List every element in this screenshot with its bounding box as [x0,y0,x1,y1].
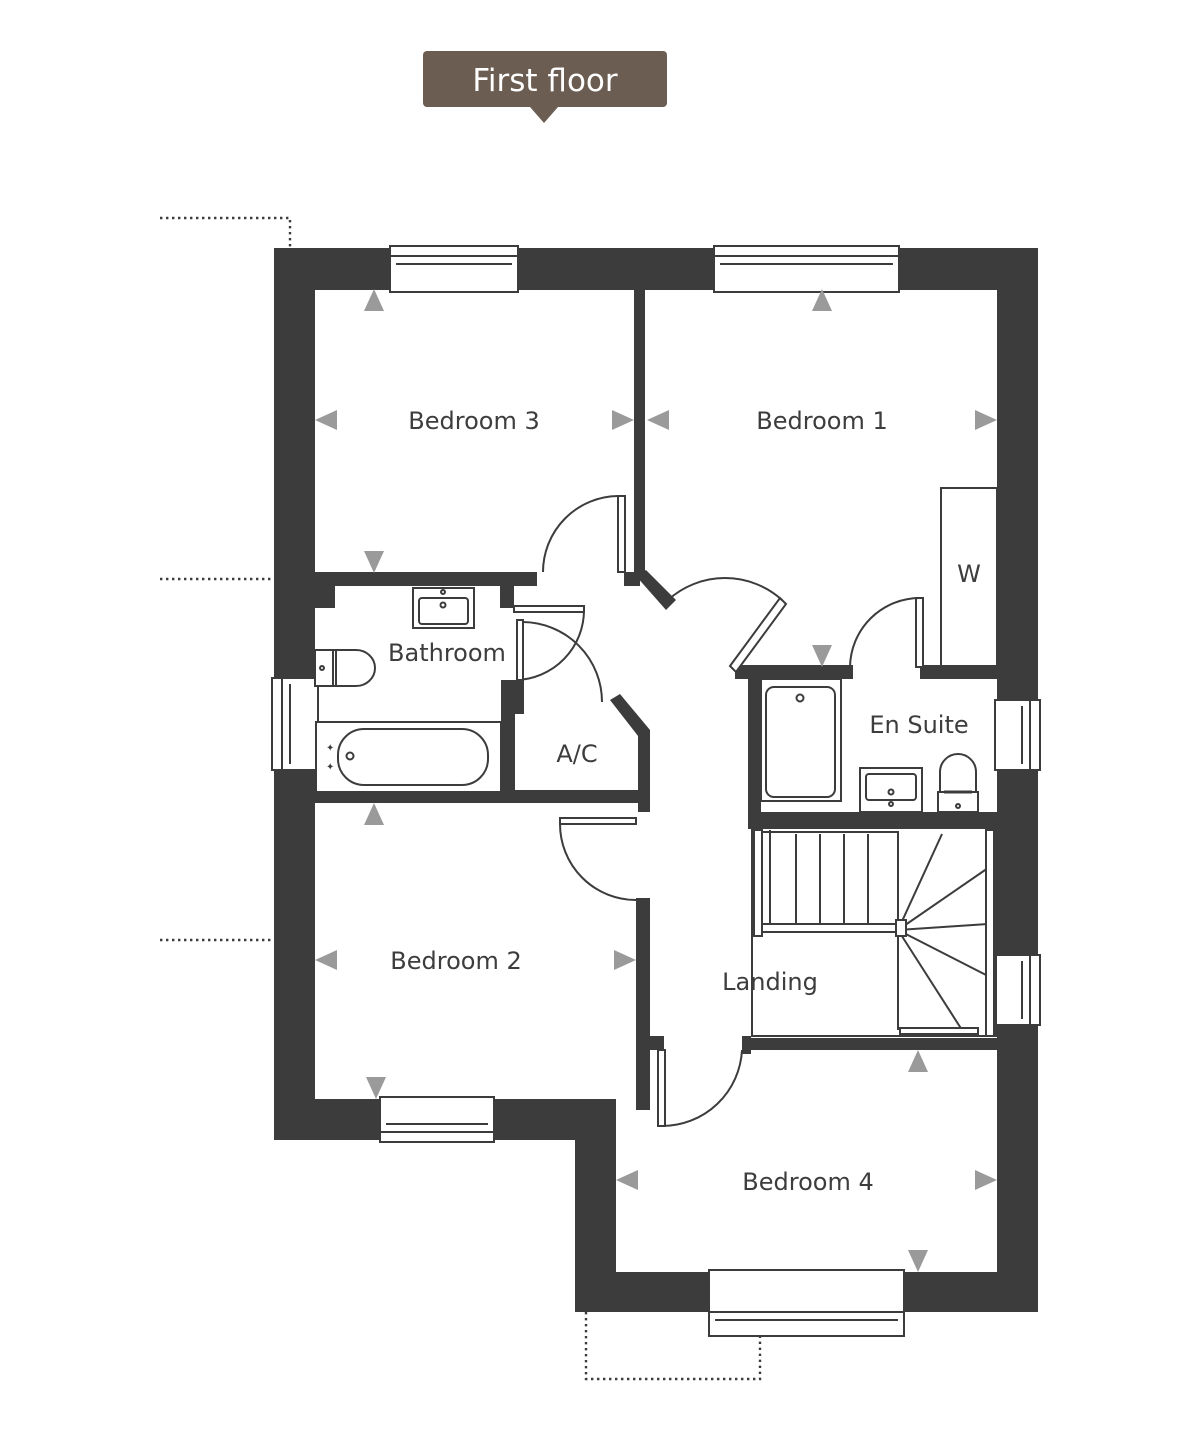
wall-ensuite-left [748,665,761,829]
room-label-en-suite: En Suite [869,711,968,739]
arrow-bed4-down [908,1250,928,1272]
arrow-bed3-left [315,410,337,430]
room-label-bathroom: Bathroom [388,639,506,667]
stair-handrail [759,923,903,933]
floor-title: First floor [472,63,618,99]
window-bathroom [271,677,319,771]
room-labels: Bedroom 3 Bedroom 1 Bathroom A/C En Suit… [388,407,969,1196]
guide-line-top [160,216,292,248]
wall-bed3-bathroom [315,572,537,586]
arrow-bed4-left [616,1170,638,1190]
arrow-bed3-down [364,551,384,573]
door-bedroom4 [657,1049,743,1128]
arrow-bed1-right [975,410,997,430]
arrow-bed2-left [315,950,337,970]
bathroom-toilet [314,649,376,687]
stair-bottom-step [899,1027,979,1035]
arrow-bed1-up [812,289,832,311]
bathroom-fittings: ✦ ✦ [314,587,502,793]
bathroom-basin [412,587,475,629]
room-label-bedroom2: Bedroom 2 [390,947,521,975]
wall-ac-angled [610,694,650,812]
external-guide-lines [160,216,762,1381]
title-badge-pointer [530,107,558,123]
room-label-bedroom4: Bedroom 4 [742,1168,873,1196]
arrow-bed2-down [366,1077,386,1099]
wall-ac-door-jamb [515,680,524,714]
wall-landing-bed4 [742,1038,997,1050]
wall-bathroom-ac [501,680,515,796]
ensuite-shower-bath [760,678,842,802]
window-bedroom1 [713,245,900,293]
ensuite-basin [859,767,923,813]
wall-ensuite-top [735,665,853,679]
arrow-bed1-down [812,645,832,667]
wardrobe-outline [940,487,998,667]
wall-ensuite-top-right [920,665,997,679]
wall-bed1-door-diagonal [636,570,676,610]
arrow-bed4-right [975,1170,997,1190]
wall-bathroom-corner [315,586,335,608]
bathroom-bath: ✦ ✦ [315,721,502,793]
door-bathroom [513,605,585,681]
room-label-airing-cupboard: A/C [556,740,597,768]
door-airing-cupboard [516,619,603,703]
wall-bed3-bed1 [634,290,645,576]
doors [513,495,924,1128]
staircase [751,827,997,1037]
arrow-bed2-right [614,950,636,970]
wall-bathroom-door-jamb-top [500,586,514,608]
window-bedroom3 [389,245,519,293]
dimension-arrows [315,289,997,1272]
internal-walls [315,290,997,1110]
stair-newel-post [895,919,907,937]
svg-text:✦: ✦ [326,762,334,773]
room-label-bedroom1: Bedroom 1 [756,407,887,435]
arrow-bed2-up [364,803,384,825]
wall-ensuite-bottom [748,812,997,828]
ensuite-toilet [937,753,979,813]
door-bedroom3 [542,495,626,573]
door-bedroom2 [559,817,637,901]
window-ensuite [994,699,1041,771]
wardrobe: W [940,487,998,667]
arrow-bed3-up [364,289,384,311]
room-label-landing: Landing [722,968,818,996]
ensuite-fittings [760,678,979,813]
window-bedroom4 [708,1269,905,1337]
door-bedroom1 [667,577,788,674]
room-label-bedroom3: Bedroom 3 [408,407,539,435]
windows [271,245,1041,1337]
floor-title-badge: First floor [423,51,667,123]
svg-text:✦: ✦ [326,743,334,754]
stair-balustrade-right [985,829,995,1037]
wall-landing-bed4-jamb [742,1036,751,1054]
title-badge-background [423,51,667,107]
wall-bathroom-bed2 [315,790,639,803]
wall-bed1-door-jamb [624,572,640,586]
wardrobe-label: W [957,560,981,588]
arrow-bed4-up [908,1050,928,1072]
wall-bed2-landing-jamb [650,1036,664,1050]
window-landing [994,954,1041,1026]
stair-balustrade-left [753,829,763,937]
door-ensuite [849,597,924,668]
arrow-bed3-right [612,410,634,430]
arrow-bed1-left [647,410,669,430]
window-bedroom2 [379,1096,495,1143]
stair-flight [761,831,899,931]
wall-bed2-landing [636,898,650,1110]
